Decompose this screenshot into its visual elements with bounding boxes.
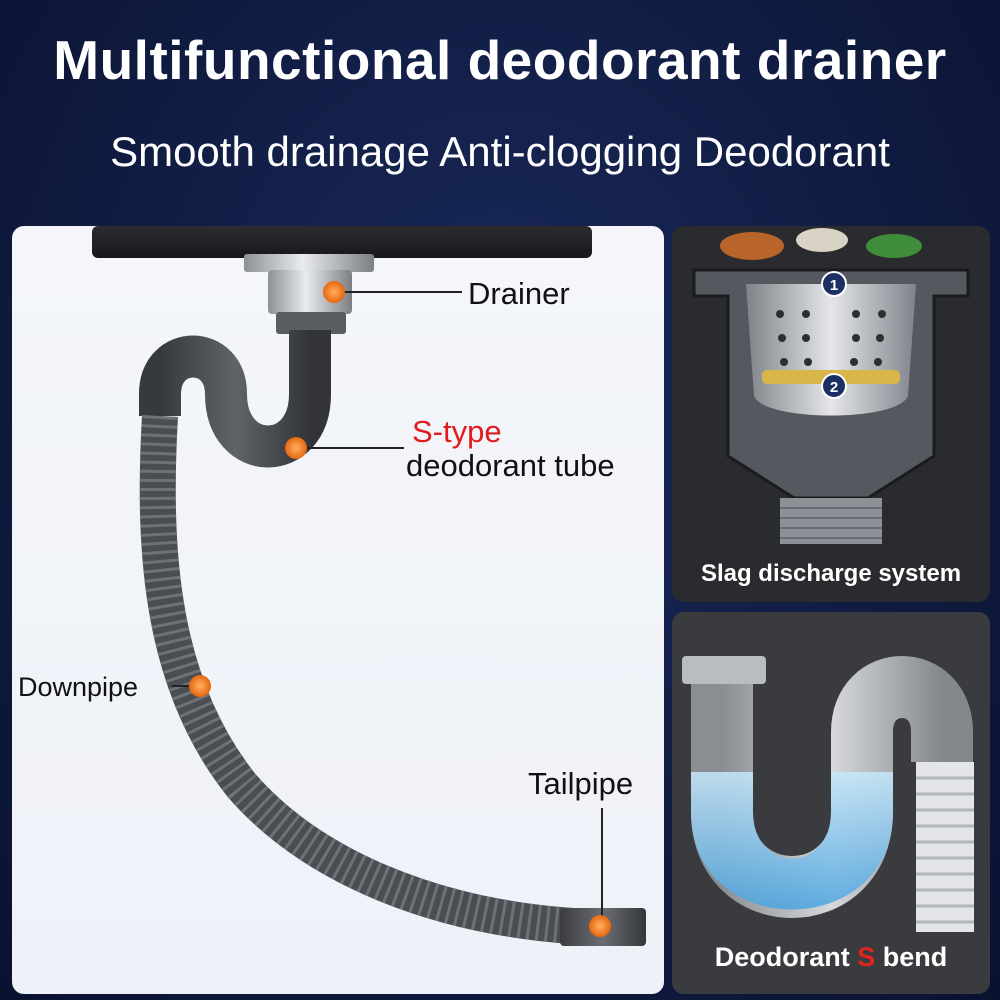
- thread-lines: [780, 507, 882, 539]
- marker-two-text: 2: [830, 379, 838, 396]
- s-bend-illustration: [672, 612, 990, 994]
- s-type-marker-dot: [285, 437, 307, 459]
- deodorant-tube-label: deodorant tube: [406, 448, 615, 483]
- s-bend-panel: Deodorant S bend: [672, 612, 990, 994]
- page-title: Multifunctional deodorant drainer: [53, 29, 947, 91]
- tailpipe-label: Tailpipe: [528, 766, 634, 801]
- page-subtitle: Smooth drainage Anti-clogging Deodorant: [110, 128, 890, 175]
- drain-assembly-panel: Drainer S-type deodorant tube Downpipe T…: [12, 226, 664, 994]
- drainer-nut: [276, 312, 346, 334]
- water-seal: [691, 772, 893, 910]
- drainer-body: [268, 270, 352, 314]
- outlet-thread: [780, 498, 882, 544]
- s-trap-tube: [139, 330, 331, 468]
- basket-holes: [776, 310, 886, 366]
- marker-two-badge: [821, 373, 847, 399]
- drain-assembly-illustration: [92, 226, 646, 946]
- slag-discharge-caption: Slag discharge system: [700, 560, 962, 587]
- vegetable-scrap-icon: [866, 234, 922, 258]
- tailpipe-marker-dot: [589, 915, 611, 937]
- marker-one-badge: [821, 271, 847, 297]
- drainer-marker-dot: [323, 281, 345, 303]
- slag-basket-illustration: 1 2: [692, 228, 970, 544]
- downpipe-marker-dot: [189, 675, 211, 697]
- s-type-label: S-type: [412, 414, 502, 449]
- drainer-label: Drainer: [468, 276, 570, 311]
- marker-one-text: 1: [830, 277, 838, 294]
- corrugation-lines: [916, 776, 974, 924]
- s-bend-caption: Deodorant S bend: [672, 942, 990, 973]
- s-bend-caption-post: bend: [875, 942, 948, 972]
- s-bend-inlet: [682, 656, 766, 684]
- s-trap-shade: [139, 330, 331, 468]
- corrugated-outlet: [916, 762, 974, 932]
- drainer-flange: [244, 254, 374, 272]
- food-scrap-icon: [720, 232, 784, 260]
- downpipe-ribs: [139, 414, 574, 944]
- s-bend-caption-accent: S: [857, 942, 876, 972]
- downpipe-label: Downpipe: [18, 672, 139, 702]
- downpipe-hose: [139, 414, 574, 944]
- s-bend-caption-pre: Deodorant: [714, 942, 858, 972]
- food-scrap-icon: [796, 228, 848, 252]
- sink-basin: [92, 226, 592, 258]
- slag-discharge-panel: 1 2 Slag discharge system: [672, 226, 990, 602]
